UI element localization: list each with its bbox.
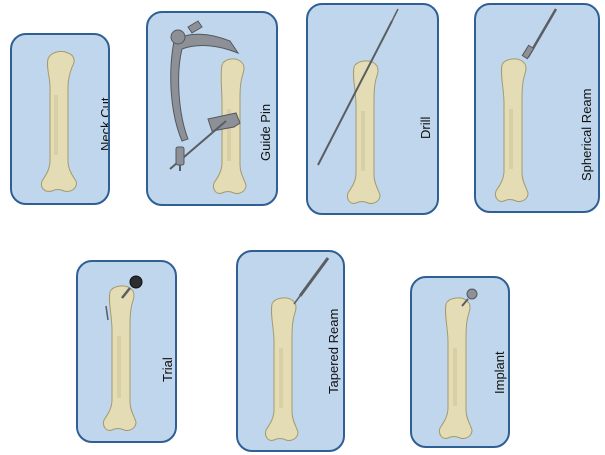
panel-label: Tapered Ream bbox=[326, 309, 341, 394]
panel-label: Guide Pin bbox=[258, 104, 273, 161]
panel-label: Drill bbox=[418, 117, 433, 139]
humerus-bone-image bbox=[12, 35, 108, 203]
panel-label: Implant bbox=[492, 351, 507, 394]
panel-label: Trial bbox=[160, 357, 175, 382]
trial-head-component bbox=[78, 262, 175, 441]
drill-bit-instrument bbox=[308, 5, 437, 213]
panel-guide-pin: Guide Pin bbox=[146, 11, 278, 206]
panel-implant: Implant bbox=[410, 276, 510, 448]
panel-neck-cut: Neck Cut bbox=[10, 33, 110, 205]
panel-drill: Drill bbox=[306, 3, 439, 215]
panel-trial: Trial bbox=[76, 260, 177, 443]
panel-tapered-ream: Tapered Ream bbox=[236, 250, 345, 452]
panel-label: Neck Cut bbox=[98, 98, 110, 151]
panel-spherical-ream: Spherical Ream bbox=[474, 3, 600, 213]
guide-pin-instrument bbox=[148, 13, 276, 204]
panel-label: Spherical Ream bbox=[579, 89, 594, 182]
